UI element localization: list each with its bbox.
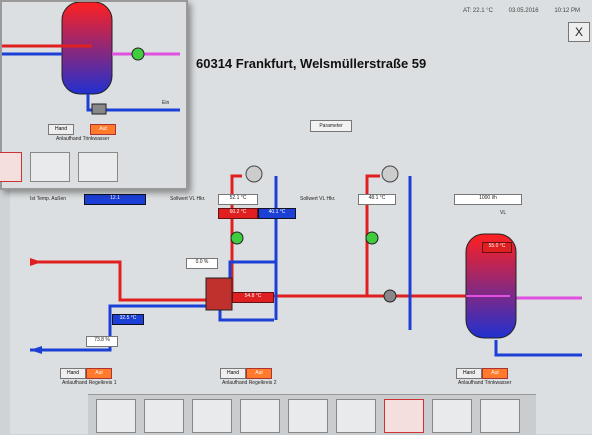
zoom-inset: Ein Hand Aut Anlaufhand Trinkwasser	[0, 0, 188, 190]
inset-tools-icon[interactable]	[30, 152, 70, 182]
house-icon[interactable]	[288, 399, 328, 433]
setpoint1-label: Sollwert VL Hkr.	[170, 196, 206, 202]
main-screen: AT: 22.1 °C 03.05.2016 10:12 PM X 60314 …	[10, 0, 592, 435]
time-display: 10:12 PM	[554, 8, 580, 14]
inset-trend-icon[interactable]	[78, 152, 118, 182]
report-icon[interactable]	[96, 399, 136, 433]
outside-label: Ist Temp. Außen	[30, 196, 67, 202]
cold-temp-2: 32.5 °C	[112, 314, 144, 325]
inset-auto-button[interactable]: Aut	[90, 124, 116, 135]
site-address: 60314 Frankfurt, Welsmüllerstraße 59	[196, 56, 427, 71]
hk2-auto-button[interactable]: Aut	[246, 368, 272, 379]
users-icon[interactable]	[240, 399, 280, 433]
hotwater-label: VL	[500, 210, 507, 216]
inset-ein-label: Ein	[162, 100, 170, 106]
ww-hand-button[interactable]: Hand	[456, 368, 482, 379]
inset-ww-label: Anlaufhand Trinkwasser	[56, 136, 110, 142]
tank-icon[interactable]	[192, 399, 232, 433]
inset-diagram	[2, 1, 180, 115]
trend-icon[interactable]	[480, 399, 520, 433]
setpoint2-label: Sollwert VL Hkr.	[300, 196, 336, 202]
inset-hand-button[interactable]: Hand	[48, 124, 74, 135]
alarm-icon[interactable]	[384, 399, 424, 433]
tank-temp: 55.0 °C	[482, 242, 512, 253]
flame-icon[interactable]	[144, 399, 184, 433]
outside-value: 12.1	[84, 194, 146, 205]
valve1-value[interactable]: 0.0 %	[186, 258, 218, 269]
hk1-hand-button[interactable]: Hand	[60, 368, 86, 379]
setpoint2-value[interactable]: 48.1 °C	[358, 194, 396, 205]
setpoint1-value[interactable]: 52.1 °C	[218, 194, 258, 205]
hk1-label: Anlaufhand Regelkreis 1	[62, 380, 117, 386]
ww-label: Anlaufhand Trinkwasser	[458, 380, 512, 386]
close-button[interactable]: X	[568, 22, 590, 42]
inset-alarm-icon[interactable]	[0, 152, 22, 182]
status-bar: AT: 22.1 °C 03.05.2016 10:12 PM	[190, 8, 580, 20]
valve2-value[interactable]: 73.8 %	[86, 336, 118, 347]
parameter-button[interactable]: Parameter	[310, 120, 352, 132]
hk2-hand-button[interactable]: Hand	[220, 368, 246, 379]
tools-icon[interactable]	[432, 399, 472, 433]
hk2-label: Anlaufhand Regelkreis 2	[222, 380, 277, 386]
hk1-auto-button[interactable]: Aut	[86, 368, 112, 379]
lock-icon[interactable]	[336, 399, 376, 433]
bottom-toolbar	[88, 394, 536, 435]
hx-out-temp: 54.8 °C	[232, 292, 274, 303]
flow-box: 1000 l/h	[454, 194, 522, 205]
outside-temp: AT: 22.1 °C	[462, 8, 493, 14]
ww-auto-button[interactable]: Aut	[482, 368, 508, 379]
hot-temp-1: 60.2 °C	[218, 208, 258, 219]
date-display: 03.05.2016	[508, 8, 539, 14]
cold-temp-1: 40.1 °C	[258, 208, 296, 219]
